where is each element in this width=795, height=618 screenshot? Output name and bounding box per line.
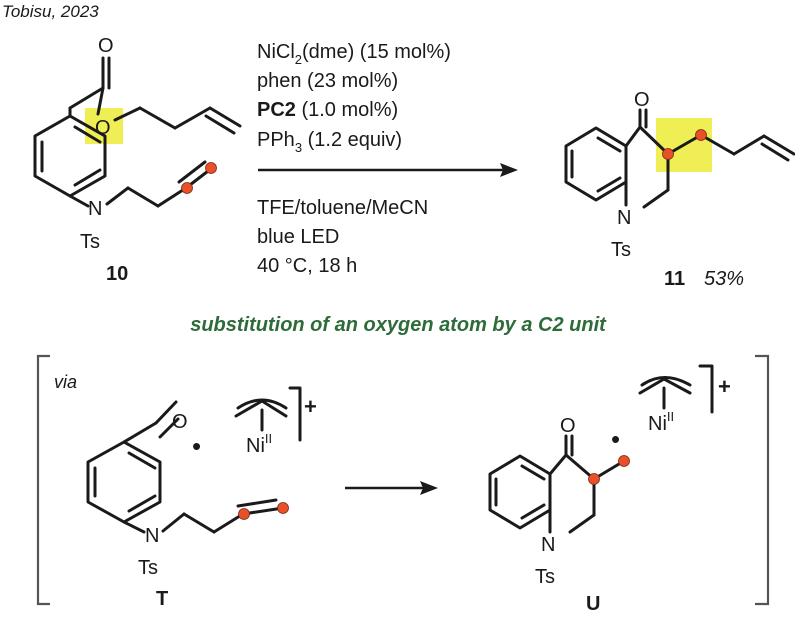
condition-temp-time: 40 °C, 18 h (257, 255, 357, 277)
condition-phen: phen (23 mol%) (257, 70, 398, 92)
carbonyl-o-11: O (634, 89, 650, 111)
condition-light: blue LED (257, 226, 339, 248)
condition-pph3: PPh3 (1.2 equiv) (257, 129, 402, 155)
compound-label-u: U (586, 593, 600, 615)
reaction-arrowhead (500, 163, 518, 177)
compound-label-11: 11 (664, 268, 685, 290)
mechanism-arrowhead (420, 481, 438, 495)
radical-dot-u: • (611, 424, 620, 454)
compound-label-10: 10 (106, 263, 128, 285)
n-atom-10: N (88, 198, 102, 220)
product-yield: 53% (704, 268, 744, 290)
starting-material-10: O O N Ts 10 (33, 35, 242, 285)
bracket-left (36, 354, 50, 606)
carbonyl-o-u: O (560, 415, 576, 437)
marker-dot (695, 129, 707, 141)
radical-dot-t: • (192, 431, 201, 461)
headline: substitution of an oxygen atom by a C2 u… (190, 314, 607, 336)
ester-o-10: O (95, 117, 111, 139)
product-11: O N Ts 11 53% (564, 89, 795, 290)
marker-dot (618, 455, 630, 467)
nickel-u: NiII (648, 409, 674, 435)
marker-dot (662, 148, 674, 160)
condition-nicl2: NiCl2(dme) (15 mol%) (257, 41, 451, 67)
intermediate-u: O N Ts • NiII + U (488, 364, 731, 615)
n-atom-t: N (145, 525, 159, 547)
ts-group-10: Ts (80, 231, 100, 253)
reaction-conditions: NiCl2(dme) (15 mol%) phen (23 mol%) PC2 … (257, 41, 518, 277)
ts-group-u: Ts (535, 566, 555, 588)
ts-group-t: Ts (138, 557, 158, 579)
carbonyl-o-10: O (98, 35, 114, 57)
mechanism-label: via (54, 372, 77, 392)
compound-label-t: T (156, 588, 168, 610)
nickel-t: NiII (246, 431, 272, 457)
bracket-right (755, 354, 770, 606)
acyl-o-t: O (172, 411, 188, 433)
intermediate-t: O • NiII + N Ts T (86, 386, 317, 610)
marker-dot (588, 473, 600, 485)
marker-dot (238, 508, 250, 520)
condition-pc2: PC2 (1.0 mol%) (257, 99, 398, 121)
ts-group-11: Ts (611, 239, 631, 261)
n-atom-11: N (617, 207, 631, 229)
marker-dot (181, 182, 193, 194)
citation: Tobisu, 2023 (2, 2, 99, 21)
n-atom-u: N (541, 534, 555, 556)
charge-t: + (304, 394, 317, 419)
marker-dot (277, 502, 289, 514)
condition-solvent: TFE/toluene/MeCN (257, 197, 428, 219)
marker-dot (205, 162, 217, 174)
charge-u: + (718, 374, 731, 399)
